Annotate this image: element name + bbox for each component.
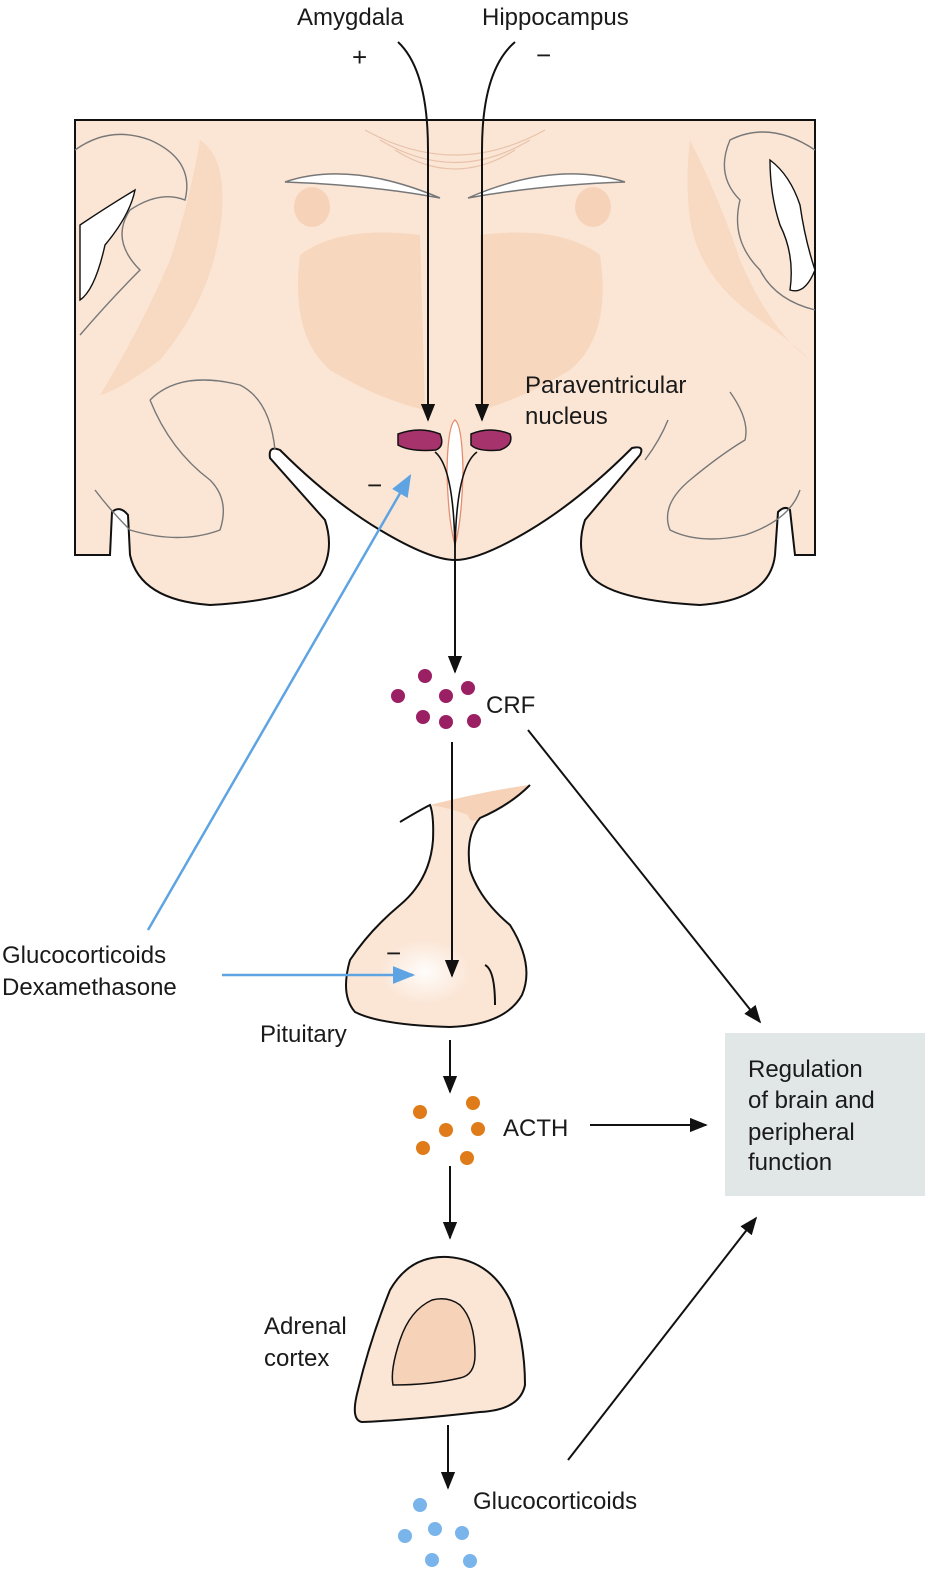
right-cortical-band: [687, 140, 810, 360]
acth-dots: [413, 1096, 485, 1165]
glucocorticoids-label: Glucocorticoids: [473, 1488, 637, 1515]
left-cortical-band: [100, 140, 223, 395]
right-small-nucleus: [575, 187, 611, 227]
left-lateral-ventricle: [284, 173, 441, 199]
paraventricular-nucleus-right: [470, 429, 512, 452]
dexamethasone-drug-label: Dexamethasone: [2, 974, 177, 1001]
glucocorticoid-dots: [398, 1498, 477, 1568]
regulation-label-line4: function: [748, 1149, 832, 1176]
paraventricular-label-line1: Paraventricular: [525, 372, 686, 399]
regulation-label-line3: peripheral: [748, 1119, 855, 1146]
regulation-label-line1: Regulation: [748, 1056, 863, 1083]
regulation-box: [725, 1033, 925, 1196]
right-sulcus-gap: [769, 158, 816, 292]
adrenal-label-line2: cortex: [264, 1345, 329, 1372]
amygdala-sign: +: [352, 42, 367, 72]
adrenal-cortex: [353, 1255, 527, 1424]
pituitary-feedback-sign: −: [386, 938, 401, 968]
hippocampus-label: Hippocampus: [482, 4, 629, 31]
left-sulcus-gap: [79, 188, 136, 302]
glucocorticoids-drug-label: Glucocorticoids: [2, 942, 166, 969]
adrenal-label-line1: Adrenal: [264, 1313, 347, 1340]
right-thalamic-region: [480, 232, 603, 410]
paraventricular-nucleus-left: [397, 429, 443, 452]
crf-to-regulation-arrow: [527, 729, 762, 1024]
crf-label: CRF: [486, 692, 535, 719]
feedback-to-brain-arrow: [146, 474, 412, 931]
acth-label: ACTH: [503, 1115, 568, 1142]
left-thalamic-region: [298, 232, 425, 410]
paraventricular-label-line2: nucleus: [525, 403, 608, 430]
amygdala-arrow: [397, 41, 436, 422]
crf-dots: [391, 669, 481, 729]
hippocampus-sign: −: [536, 40, 551, 70]
pituitary-gland: [345, 784, 531, 1029]
hippocampus-arrow: [474, 41, 516, 422]
regulation-label-line2: of brain and: [748, 1087, 875, 1114]
glucocorticoids-to-regulation-arrow: [567, 1216, 758, 1461]
left-small-nucleus: [294, 187, 330, 227]
amygdala-label: Amygdala: [297, 4, 404, 31]
pituitary-label: Pituitary: [260, 1021, 347, 1048]
brain-feedback-sign: −: [367, 470, 382, 500]
right-lateral-ventricle: [467, 173, 626, 199]
brain-section: [74, 119, 816, 607]
